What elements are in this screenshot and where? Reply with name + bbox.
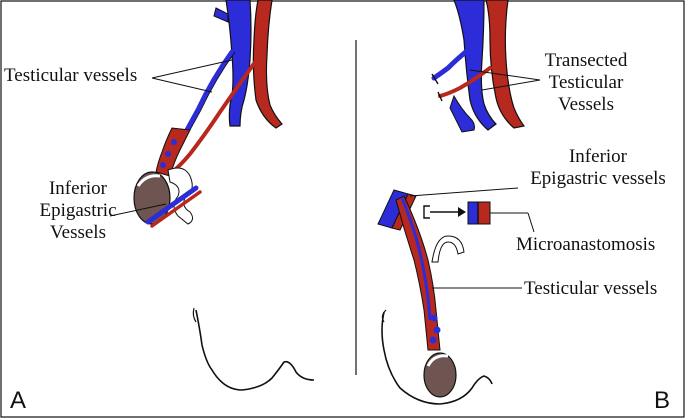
panel-b-transection-mark xyxy=(431,73,439,85)
panel-b-leader-transected-2 xyxy=(481,79,541,91)
label-b-transected-line: Vessels xyxy=(558,94,614,115)
label-b-inferior-epigastric-line: Inferior xyxy=(568,146,628,167)
panel-a-plexus-dot xyxy=(165,151,171,157)
panel-b-inset-vein xyxy=(467,201,479,225)
label-a-inferior-epigastric-line: Inferior xyxy=(48,178,108,199)
panel-b-iliac-vein xyxy=(449,94,475,133)
panel-a-leader-testicular-2 xyxy=(151,77,213,93)
label-b-inferior-epigastric-line: Epigastric vessels xyxy=(530,168,666,189)
panel-a-drawing xyxy=(109,0,315,391)
label-b-transected-line: Transected xyxy=(544,50,628,71)
label-a-testicular-vessels: Testicular vessels xyxy=(4,65,138,86)
panel-a-renal-vein xyxy=(213,7,229,23)
label-a-inferior-epigastric-line: Vessels xyxy=(50,222,106,243)
panel-a-plexus-dot xyxy=(160,162,166,168)
panel-a-aorta xyxy=(252,0,283,129)
panel-b-transection-mark xyxy=(437,91,443,102)
panel-b-testicular-cord-vein xyxy=(400,197,432,321)
panel-b-plexus-dot xyxy=(433,326,441,334)
label-b-transected: Transected Testicular Vessels xyxy=(536,50,636,116)
panel-b-body-outline-tip xyxy=(381,309,387,323)
panel-a-vena-cava xyxy=(225,0,252,127)
panel-b-vena-cava xyxy=(453,0,497,131)
panel-a-epigastric-artery xyxy=(150,190,202,228)
panel-a-testicular-artery xyxy=(168,56,260,176)
label-b-microanastomosis: Microanastomosis xyxy=(516,234,656,255)
panel-b-inset-artery xyxy=(477,201,491,225)
panel-b-plexus-dot xyxy=(429,336,437,344)
label-b-inferior-epigastric: Inferior Epigastric vessels xyxy=(518,146,678,190)
panel-b-transected-artery xyxy=(438,66,492,98)
panel-a-body-outline-tip xyxy=(192,307,197,323)
label-b-transected-line: Testicular xyxy=(548,72,624,93)
panel-b-testis-highlight xyxy=(426,354,449,367)
panel-a-testis-highlight xyxy=(136,174,161,187)
panel-b-bracket xyxy=(423,205,430,219)
panel-b-cord-loop xyxy=(431,235,465,263)
panel-letter-b: B xyxy=(654,387,671,414)
label-b-testicular-vessels: Testicular vessels xyxy=(524,278,658,299)
panel-b-arrow-head xyxy=(458,207,466,217)
panel-b-testicular-cord xyxy=(395,195,441,351)
panel-b-plexus-dot xyxy=(430,314,438,322)
panel-b-leader-transected-1 xyxy=(469,69,541,81)
panel-a-leader-epigastric xyxy=(109,203,167,217)
label-a-inferior-epigastric-line: Epigastric xyxy=(39,200,117,221)
panel-b-body-outline xyxy=(381,311,493,405)
panel-a-epididymis xyxy=(167,167,194,225)
panel-b-leader-epigastric xyxy=(409,187,519,197)
panel-b-transected-vein xyxy=(431,47,471,81)
panel-a-leader-testicular-1 xyxy=(151,59,233,79)
label-a-inferior-epigastric: Inferior Epigastric Vessels xyxy=(28,178,128,244)
panel-b-testis xyxy=(423,352,457,398)
panel-b-leader-microanastomosis-b xyxy=(527,212,535,233)
panel-b-aorta xyxy=(485,0,526,129)
panel-a-plexus-dot xyxy=(171,139,177,145)
panel-a-body-outline xyxy=(195,309,315,391)
panel-b-drawing xyxy=(377,0,541,405)
panel-letter-a: A xyxy=(10,387,27,414)
panel-a-epigastric-vein xyxy=(145,185,199,225)
